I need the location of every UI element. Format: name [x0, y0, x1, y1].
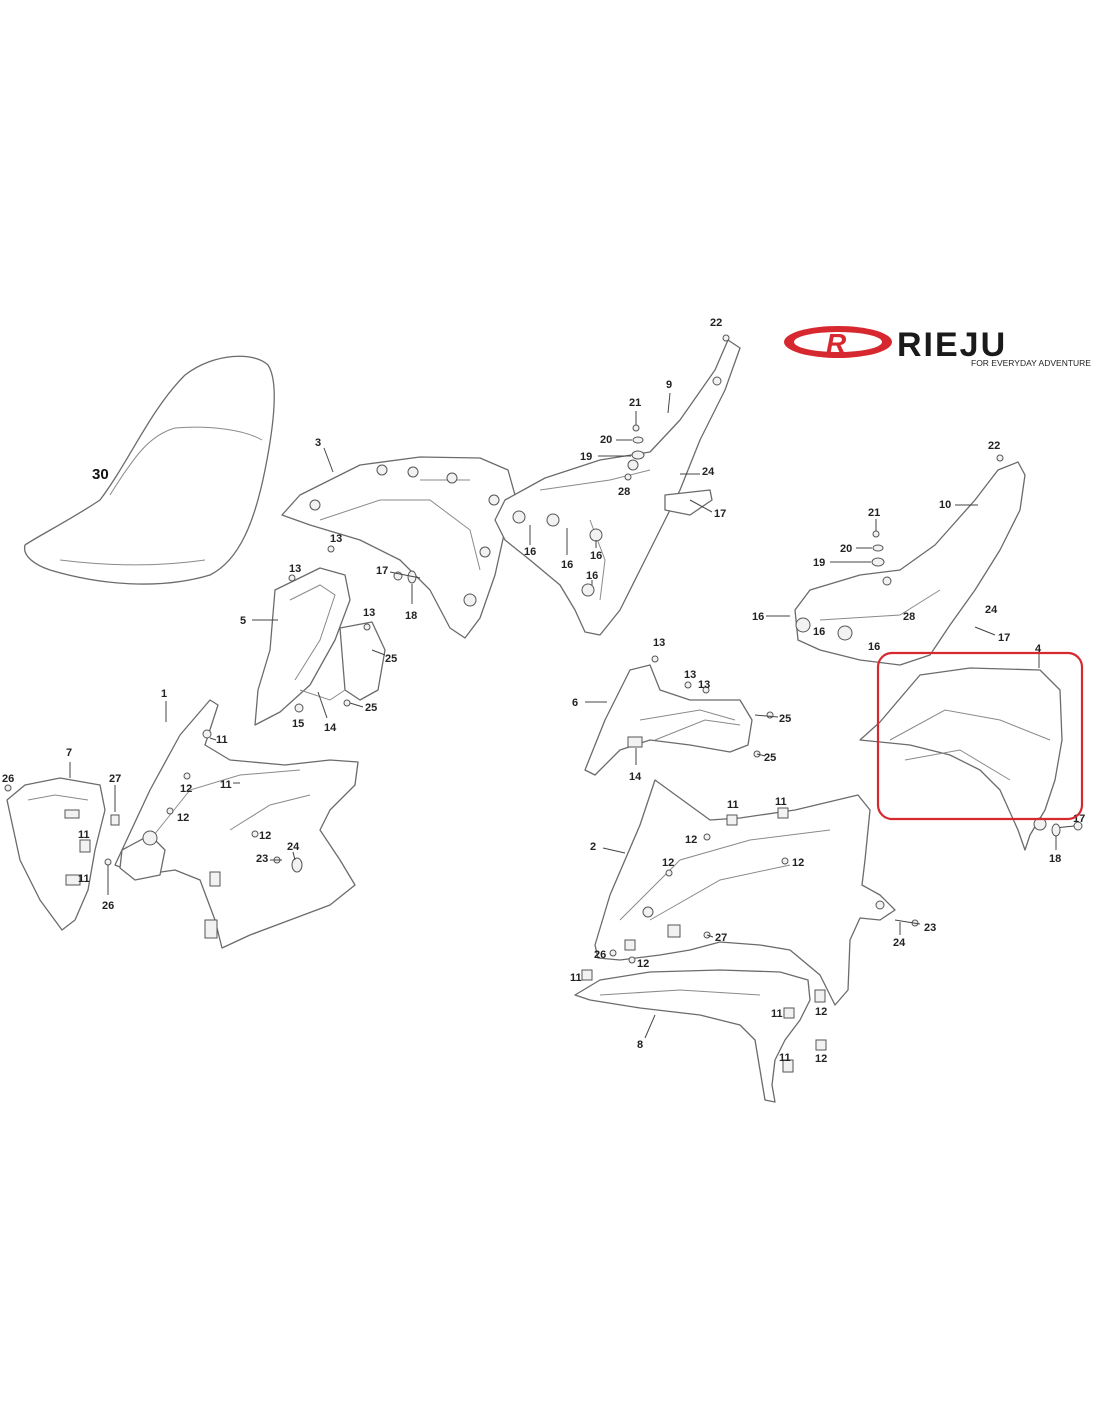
- part-9: 9: [494, 339, 741, 636]
- label-16f: 16: [813, 626, 825, 638]
- label-12d: 12: [662, 857, 674, 869]
- label-11a: 11: [216, 734, 228, 746]
- label-13b: 13: [289, 563, 301, 575]
- label-5: 5: [240, 615, 246, 627]
- label-11d: 11: [78, 873, 90, 885]
- label-23a: 23: [256, 853, 268, 865]
- hardware-stack-9: 22 21 20 19 28 24 17 16 16 16 16 17 18: [376, 317, 730, 622]
- logo-wordmark: RIEJU: [897, 326, 1007, 364]
- label-22a: 22: [710, 317, 722, 329]
- rieju-logo: R RIEJU FOR EVERYDAY ADVENTURE: [784, 326, 1091, 368]
- label-12g: 12: [815, 1006, 827, 1018]
- label-13e: 13: [684, 669, 696, 681]
- logo-tagline: FOR EVERYDAY ADVENTURE: [971, 358, 1091, 368]
- label-22b: 22: [988, 440, 1000, 452]
- part-4: 4 17 18: [859, 643, 1085, 865]
- part-10: 22 10 21 20 19 28 16 16 16 24 17: [752, 440, 1026, 666]
- label-15: 15: [292, 718, 304, 730]
- label-28b: 28: [903, 611, 915, 623]
- label-25b: 25: [365, 702, 377, 714]
- label-17c: 17: [998, 632, 1010, 644]
- label-13a: 13: [330, 533, 342, 545]
- label-19a: 19: [580, 451, 592, 463]
- label-11h: 11: [771, 1008, 783, 1020]
- label-20a: 20: [600, 434, 612, 446]
- label-21a: 21: [629, 397, 641, 409]
- part-seat: 30: [23, 355, 275, 585]
- label-16g: 16: [868, 641, 880, 653]
- label-11g: 11: [570, 972, 582, 984]
- label-8: 8: [637, 1039, 643, 1051]
- label-23b: 23: [924, 922, 936, 934]
- label-13c: 13: [363, 607, 375, 619]
- label-16c: 16: [590, 550, 602, 562]
- label-9: 9: [666, 379, 672, 391]
- logo-emblem-inner: [794, 332, 882, 352]
- label-17b: 17: [376, 565, 388, 577]
- label-30: 30: [92, 466, 109, 483]
- logo-emblem-letter: R: [826, 328, 847, 359]
- label-25d: 25: [764, 752, 776, 764]
- label-16e: 16: [752, 611, 764, 623]
- label-12e: 12: [792, 857, 804, 869]
- label-27b: 27: [715, 932, 727, 944]
- label-25a: 25: [385, 653, 397, 665]
- label-14a: 14: [324, 722, 337, 734]
- label-25c: 25: [779, 713, 791, 725]
- label-10: 10: [939, 499, 951, 511]
- label-12c: 12: [685, 834, 697, 846]
- part-1: 1 11 11 12 12 12 23 24: [114, 688, 359, 949]
- label-28a: 28: [618, 486, 630, 498]
- label-13f: 13: [698, 679, 710, 691]
- label-11e: 11: [727, 799, 739, 811]
- part-7: 7 26 27 11 11 26: [2, 747, 121, 931]
- label-26b: 26: [102, 900, 114, 912]
- label-1: 1: [161, 688, 167, 700]
- label-27a: 27: [109, 773, 121, 785]
- label-7: 7: [66, 747, 72, 759]
- label-26c: 26: [594, 949, 606, 961]
- label-12f: 12: [637, 958, 649, 970]
- label-11i: 11: [779, 1052, 791, 1064]
- label-6: 6: [572, 697, 578, 709]
- label-21b: 21: [868, 507, 880, 519]
- label-19b: 19: [813, 557, 825, 569]
- label-26a: 26: [2, 773, 14, 785]
- label-14b: 14: [629, 771, 642, 783]
- part-6: 13 13 13 6 25 25 14: [572, 637, 791, 783]
- label-24d: 24: [893, 937, 906, 949]
- label-3: 3: [315, 437, 321, 449]
- part-5: 13 13 13 5 25 25 15 14: [240, 533, 397, 734]
- label-24c: 24: [985, 604, 998, 616]
- label-11c: 11: [78, 829, 90, 841]
- label-12h: 12: [815, 1053, 827, 1065]
- part-4-highlight-box: [876, 651, 1084, 821]
- label-24b: 24: [287, 841, 300, 853]
- label-4: 4: [1035, 643, 1042, 655]
- label-12a: 12: [180, 783, 192, 795]
- label-11f: 11: [775, 796, 787, 808]
- label-16d: 16: [586, 570, 598, 582]
- label-16b: 16: [561, 559, 573, 571]
- label-18b: 18: [1049, 853, 1061, 865]
- part-8: 11 8 11 12 11 12: [570, 969, 827, 1103]
- label-12b: 12: [177, 812, 189, 824]
- label-11b: 11: [220, 779, 232, 791]
- label-13d: 13: [653, 637, 665, 649]
- label-20b: 20: [840, 543, 852, 555]
- label-2: 2: [590, 841, 596, 853]
- label-16a: 16: [524, 546, 536, 558]
- label-17a: 17: [714, 508, 726, 520]
- label-12c-left: 12: [259, 830, 271, 842]
- label-24a: 24: [702, 466, 715, 478]
- label-18a: 18: [405, 610, 417, 622]
- part-2: 2 11 11 12 12 12 27 26 12 23 24: [590, 779, 936, 1006]
- part-3: 3: [281, 437, 516, 639]
